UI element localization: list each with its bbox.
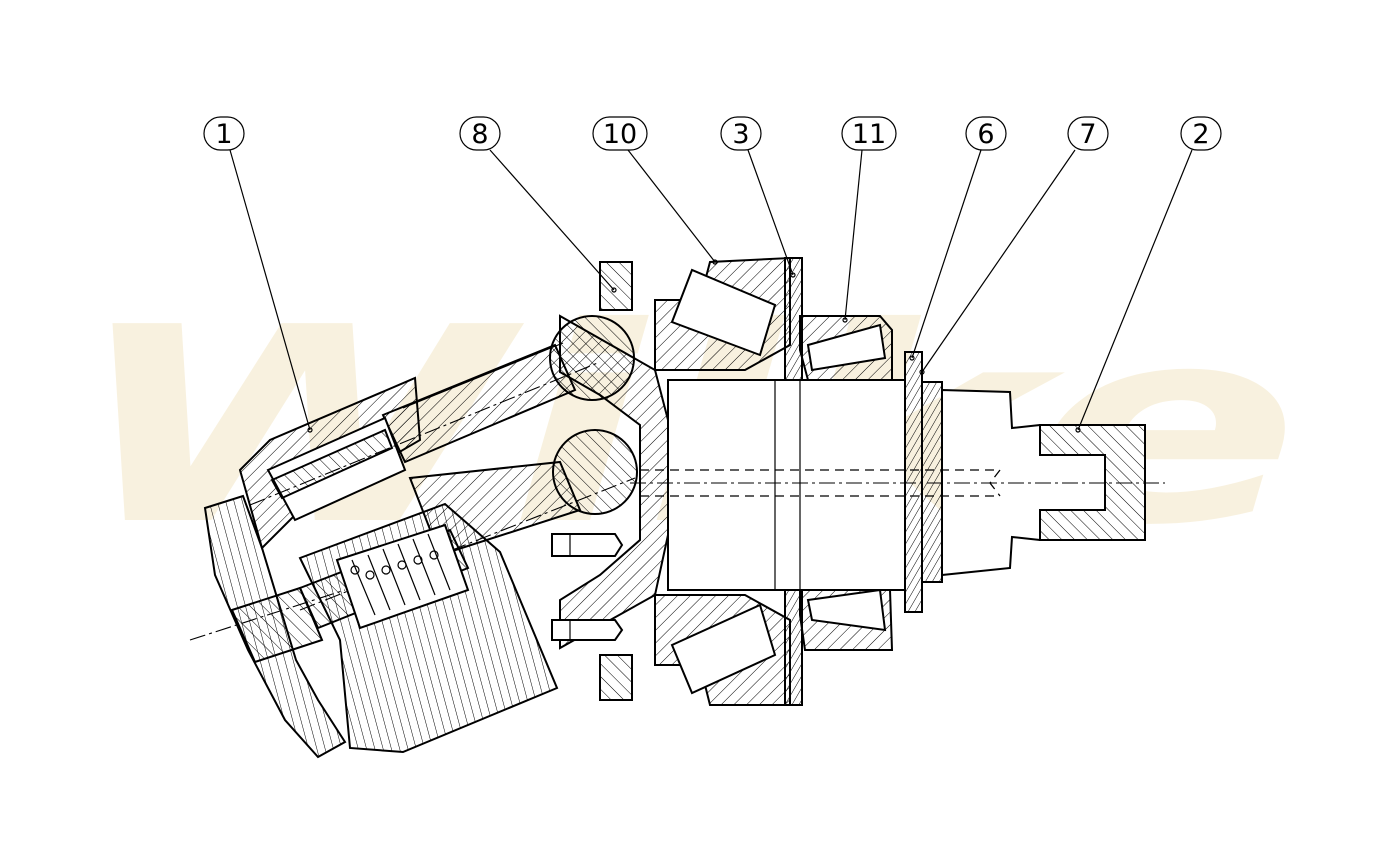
callout-3: 3	[720, 116, 796, 278]
callout-1-label: 1	[215, 119, 232, 150]
tapered-roller-bearing-right	[799, 315, 894, 651]
callout-6-label: 6	[977, 119, 994, 150]
callout-7-label: 7	[1079, 119, 1096, 150]
callout-8: 8	[459, 116, 617, 293]
piston-upper	[249, 342, 601, 522]
callout-10-label: 10	[603, 119, 637, 150]
spring-pack	[335, 523, 470, 630]
callout-7: 7	[919, 116, 1109, 375]
callout-2-label: 2	[1192, 119, 1209, 150]
callout-11-label: 11	[852, 119, 886, 150]
callouts-group: 1 8 10 3 11 6	[203, 116, 1222, 433]
callout-6: 6	[909, 116, 1007, 361]
callout-1: 1	[203, 116, 313, 433]
callout-10: 10	[592, 116, 718, 265]
callout-8-label: 8	[471, 119, 488, 150]
callout-11: 11	[841, 116, 897, 323]
callout-3-label: 3	[732, 119, 749, 150]
tapered-roller-bearing-left	[654, 256, 791, 706]
drive-shaft	[667, 351, 1146, 613]
drive-flange	[551, 261, 669, 701]
callout-2: 2	[1075, 116, 1222, 433]
